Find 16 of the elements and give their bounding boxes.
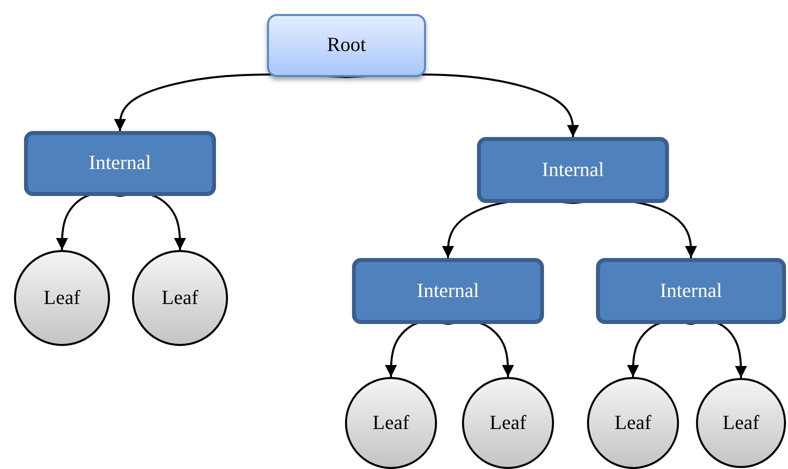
internal-node-box (352, 258, 544, 324)
node-label: Internal (660, 280, 722, 302)
node-label: Leaf (162, 286, 198, 310)
node-label: Internal (416, 280, 480, 302)
node-label: Leaf (722, 412, 760, 434)
root-box (267, 14, 426, 77)
internal-node-box (477, 137, 669, 203)
internal-node-box (596, 258, 786, 324)
node-label: Internal (88, 152, 152, 175)
node-label: Leaf (490, 412, 526, 434)
node-label: Leaf (44, 286, 80, 310)
node-label: Internal (542, 158, 604, 182)
node-label: Root (327, 34, 366, 57)
node-label: Leaf (614, 412, 652, 434)
node-label: Leaf (372, 412, 410, 434)
internal-node-box (24, 131, 216, 196)
